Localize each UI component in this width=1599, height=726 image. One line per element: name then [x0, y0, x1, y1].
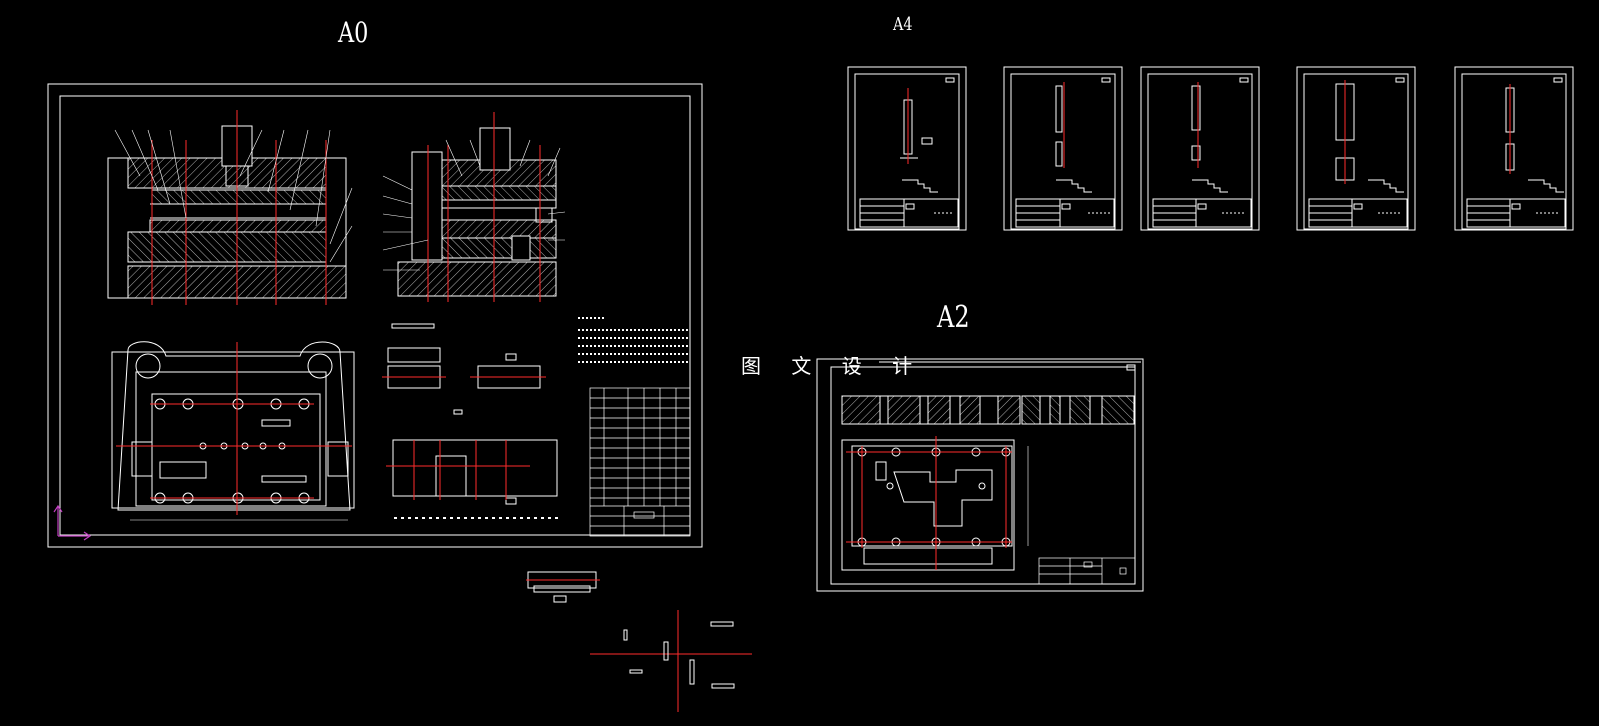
a2-outer-border [816, 358, 1144, 592]
a0-plan-centerlines [116, 342, 352, 515]
a0-inner-border [59, 95, 691, 536]
a4-sheet-3[interactable] [1140, 66, 1260, 231]
a2-title-block [1038, 557, 1136, 585]
a2-centerlines [846, 436, 1012, 570]
sheet-label-a4: A4 [893, 14, 913, 35]
a0-outer-border [47, 83, 703, 548]
a0-section-right-leaders [382, 139, 566, 271]
sheet-label-a0: A0 [338, 16, 369, 49]
a4-sheet-5[interactable] [1454, 66, 1574, 231]
a0-technical-requirements [578, 317, 690, 363]
a4-sheet-1[interactable] [847, 66, 967, 231]
a0-section-left-centerlines [151, 110, 327, 305]
a0-plan-view [111, 341, 355, 511]
a0-part-centerlines [382, 376, 546, 500]
a0-section-right-centerlines [427, 112, 541, 302]
loose-centerline-cross[interactable] [590, 610, 752, 712]
a4-sheet-row[interactable] [847, 66, 1574, 231]
loose-part-fragment[interactable] [526, 571, 600, 603]
a2-bolt-holes [857, 447, 1011, 547]
sheet-a0[interactable] [47, 83, 703, 548]
a4-sheet-4[interactable] [1296, 66, 1416, 231]
a0-section-view-right [397, 127, 557, 297]
brand-text: 图 文 设 计 [741, 354, 925, 378]
a0-title-block [589, 387, 691, 537]
a2-corner-mark [1126, 364, 1136, 371]
a2-plan-view [841, 439, 1015, 571]
ucs-icon [53, 504, 92, 541]
a0-plan-bolt-holes [154, 398, 310, 504]
a0-section-view-left [107, 125, 347, 299]
a4-sheet-2[interactable] [1003, 66, 1123, 231]
sheet-label-a2: A2 [937, 300, 970, 335]
a0-section-left-leaders [114, 129, 353, 263]
a2-section-strip [841, 395, 1135, 425]
a2-inner-border [830, 366, 1136, 585]
a0-part-details [387, 323, 558, 505]
sheet-a2[interactable] [816, 358, 1144, 592]
